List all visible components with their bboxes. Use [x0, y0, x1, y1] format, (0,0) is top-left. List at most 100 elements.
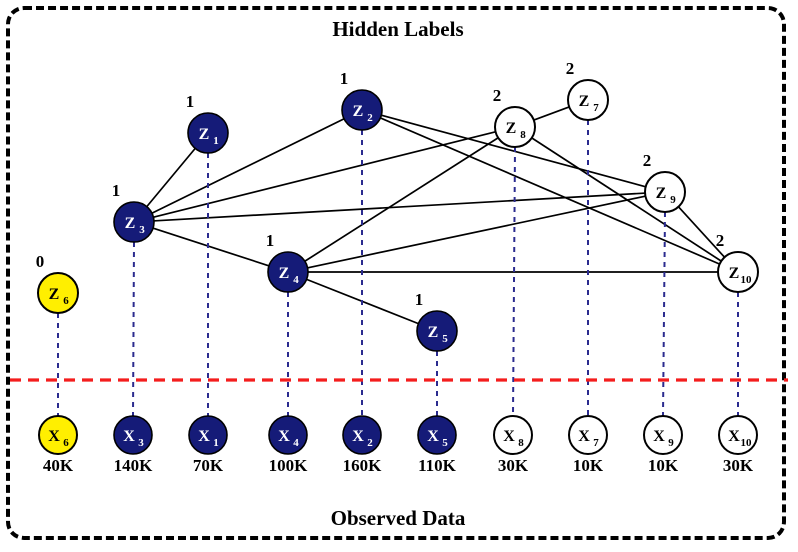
observed-value-label: 30K [498, 456, 529, 475]
node-circle[interactable] [718, 415, 758, 455]
node-state-value: 2 [643, 151, 652, 170]
node-state-value: 1 [415, 290, 424, 309]
node-circle[interactable] [267, 251, 309, 293]
node-circle[interactable] [113, 201, 155, 243]
node-label-subscript: 1 [213, 135, 219, 147]
node-label-subscript: 8 [518, 437, 524, 449]
graph-edge [152, 192, 647, 222]
node-label-base: Z [656, 185, 667, 202]
graph-edge [530, 136, 723, 263]
node-circle[interactable] [37, 272, 79, 314]
node-label-subscript: 6 [63, 437, 69, 449]
node-state-value: 2 [566, 59, 575, 78]
node-circle[interactable] [644, 171, 686, 213]
node-label-base: X [653, 428, 665, 445]
node-state-value: 1 [186, 92, 195, 111]
node-circle[interactable] [567, 79, 609, 121]
node-label-base: X [123, 428, 135, 445]
node-circle[interactable] [38, 415, 78, 455]
node-label-base: X [578, 428, 590, 445]
graph-edge [145, 147, 197, 208]
node-circle[interactable] [187, 112, 229, 154]
observed-value-label: 140K [114, 456, 154, 475]
node-circle[interactable] [113, 415, 153, 455]
node-label-base: X [503, 428, 515, 445]
observed-value-label: 110K [418, 456, 457, 475]
vertical-link-z3-x3 [132, 241, 135, 417]
node-label-base: Z [49, 286, 60, 303]
node-label-base: Z [428, 324, 439, 341]
hidden-edges-layer [145, 105, 726, 325]
node-label-subscript: 5 [442, 333, 448, 345]
node-state-value: 0 [36, 252, 45, 271]
node-label-subscript: 9 [668, 437, 674, 449]
node-circle[interactable] [493, 415, 533, 455]
node-label-subscript: 10 [741, 437, 753, 449]
node-label-base: Z [125, 215, 136, 232]
node-circle[interactable] [568, 415, 608, 455]
node-circle[interactable] [188, 415, 228, 455]
node-label-subscript: 4 [293, 437, 299, 449]
node-label-subscript: 2 [367, 112, 373, 124]
node-label-base: X [278, 428, 290, 445]
node-label-base: Z [729, 265, 740, 282]
node-label-base: Z [279, 265, 290, 282]
node-label-subscript: 9 [670, 194, 676, 206]
node-label-base: Z [199, 126, 210, 143]
observed-value-label: 160K [343, 456, 383, 475]
node-circle[interactable] [494, 106, 536, 148]
node-circle[interactable] [417, 415, 457, 455]
node-label-base: X [728, 428, 740, 445]
node-circle[interactable] [342, 415, 382, 455]
node-circle[interactable] [717, 251, 759, 293]
graph-edge [532, 105, 571, 122]
page-title-hidden-labels: Hidden Labels [332, 17, 463, 41]
node-state-value: 2 [716, 231, 725, 250]
node-label-subscript: 1 [213, 437, 219, 449]
node-label-base: X [427, 428, 439, 445]
node-label-subscript: 10 [741, 274, 753, 286]
node-circle[interactable] [341, 89, 383, 131]
node-label-base: Z [353, 103, 364, 120]
graph-edge [380, 114, 647, 188]
observed-value-label: 10K [573, 456, 604, 475]
node-label-base: Z [506, 120, 517, 137]
node-label-subscript: 7 [593, 437, 599, 449]
page-title-observed-data: Observed Data [331, 506, 466, 530]
node-label-base: X [48, 428, 60, 445]
node-circle[interactable] [643, 415, 683, 455]
graph-edge [303, 136, 500, 263]
observed-value-label: 100K [269, 456, 309, 475]
vertical-link-z8-x8 [512, 146, 516, 417]
observed-value-label: 70K [193, 456, 224, 475]
node-circle[interactable] [268, 415, 308, 455]
graph-edge [150, 117, 346, 215]
node-circle[interactable] [416, 310, 458, 352]
vertical-link-z9-x9 [662, 211, 666, 417]
node-state-value: 1 [266, 231, 275, 250]
